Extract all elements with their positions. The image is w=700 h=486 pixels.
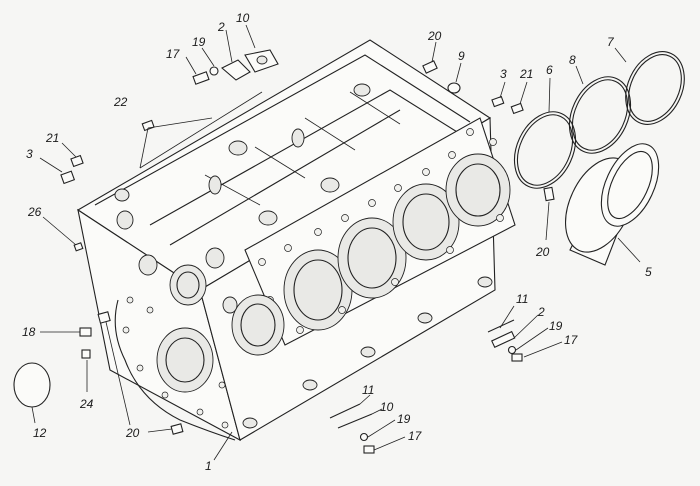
callout-19: 19 [397, 412, 411, 426]
callout-22: 22 [113, 95, 128, 109]
callout-20: 20 [125, 426, 140, 440]
callout-20: 20 [427, 29, 442, 43]
callout-11: 11 [362, 383, 374, 397]
callout-labels: 1 2 2 3 3 5 6 7 8 9 10 10 11 11 12 17 17… [22, 11, 652, 473]
cylinder-block [76, 39, 516, 442]
callout-3: 3 [26, 147, 33, 161]
callout-7: 7 [607, 35, 615, 49]
callout-26: 26 [27, 205, 42, 219]
callout-11: 11 [516, 292, 528, 306]
callout-1: 1 [205, 459, 212, 473]
callout-12: 12 [33, 426, 47, 440]
seal-ring-8 [568, 76, 632, 154]
callout-2: 2 [537, 305, 545, 319]
callout-8: 8 [569, 53, 576, 67]
seal-ring-6 [513, 111, 577, 189]
callout-17: 17 [166, 47, 181, 61]
callout-3: 3 [500, 67, 507, 81]
leader-lines [31, 24, 641, 461]
callout-9: 9 [458, 49, 465, 63]
callout-6: 6 [546, 63, 553, 77]
callout-5: 5 [645, 265, 652, 279]
callout-21: 21 [45, 131, 59, 145]
cylinder-liner [565, 143, 660, 266]
callout-2: 2 [217, 20, 225, 34]
callout-10: 10 [380, 400, 394, 414]
callout-17: 17 [408, 429, 423, 443]
small-parts [60, 49, 555, 454]
callout-18: 18 [22, 325, 36, 339]
callout-17: 17 [564, 333, 579, 347]
callout-10: 10 [236, 11, 250, 25]
callout-24: 24 [79, 397, 94, 411]
callout-19: 19 [549, 319, 563, 333]
callout-21: 21 [519, 67, 533, 81]
seal-ring-7 [625, 51, 685, 125]
callout-20: 20 [535, 245, 550, 259]
plug-12 [13, 362, 51, 408]
callout-19: 19 [192, 35, 206, 49]
